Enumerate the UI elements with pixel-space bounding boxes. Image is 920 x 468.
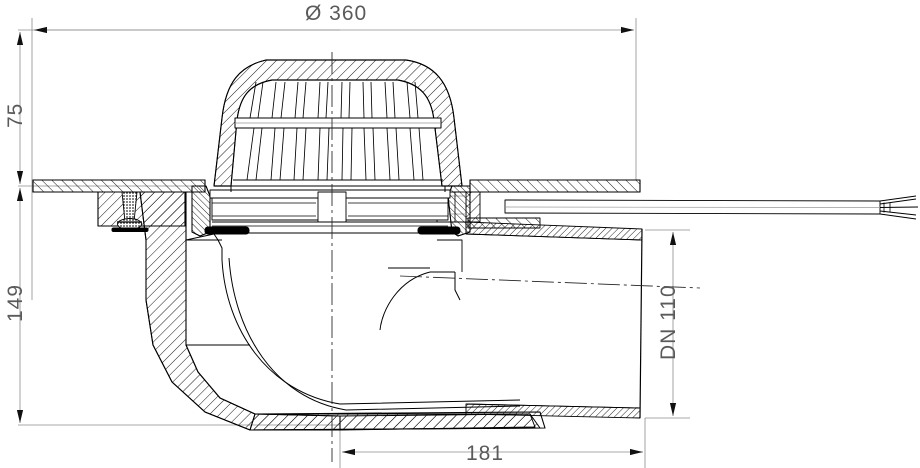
sealing-gasket-left bbox=[204, 226, 250, 235]
dim-label-dn110: DN 110 bbox=[657, 284, 680, 360]
centerline-outlet bbox=[399, 275, 701, 289]
flashing-sheet bbox=[504, 195, 919, 220]
roof-drain-section bbox=[32, 59, 919, 431]
dim-label-diameter-360: Ø 360 bbox=[305, 2, 367, 25]
membrane-flange-right bbox=[469, 179, 641, 193]
dome-inner-seat bbox=[230, 186, 446, 192]
clamp-collar bbox=[191, 185, 471, 237]
rivet-washer-gasket bbox=[111, 227, 149, 232]
centre-lines bbox=[331, 52, 701, 462]
dim-label-height-149: 149 bbox=[4, 284, 27, 322]
dimension-labels: Ø 360 75 149 181 DN 110 bbox=[4, 2, 680, 465]
dimension-arrows bbox=[16, 26, 677, 456]
outlet-spigot bbox=[465, 221, 643, 419]
membrane-flange-left bbox=[32, 179, 206, 193]
slotted-grate-ribs bbox=[231, 81, 445, 187]
flow-curve-right bbox=[379, 267, 455, 331]
dim-label-length-181: 181 bbox=[466, 442, 504, 465]
sealing-gasket-right bbox=[417, 226, 461, 235]
dim-label-height-75: 75 bbox=[4, 103, 27, 128]
sump-transition-curve bbox=[185, 233, 521, 411]
body-right-shoulder bbox=[437, 239, 463, 301]
sealing-gaskets bbox=[111, 226, 461, 235]
drain-body-bottom bbox=[249, 411, 546, 431]
